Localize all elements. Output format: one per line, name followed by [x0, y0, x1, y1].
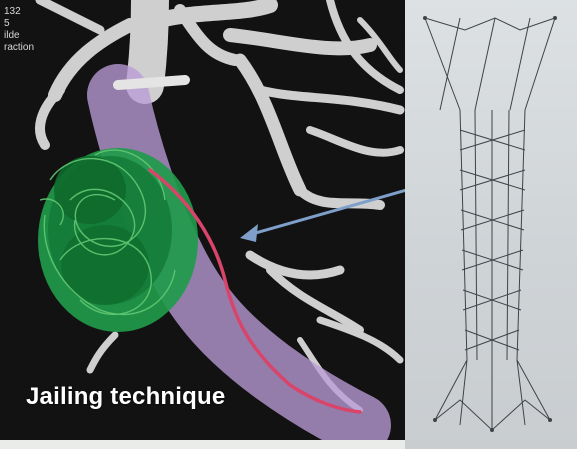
aneurysm [38, 148, 198, 332]
technique-label: Jailing technique [26, 383, 225, 411]
corner-text-line-4: raction [4, 42, 34, 53]
corner-text-line-3: ilde [4, 30, 20, 41]
stent-mesh [425, 18, 555, 430]
bottom-margin [0, 440, 405, 449]
angiography-image [0, 0, 405, 440]
angiography-panel: 132 5 ilde raction Jailing technique [0, 0, 405, 440]
corner-text-line-2: 5 [4, 18, 10, 29]
stent-markers [423, 16, 557, 432]
stent-illustration [405, 0, 577, 449]
stent-illustration-panel [405, 0, 577, 449]
corner-text-line-1: 132 [4, 6, 21, 17]
catheter-tip-band [118, 80, 185, 85]
